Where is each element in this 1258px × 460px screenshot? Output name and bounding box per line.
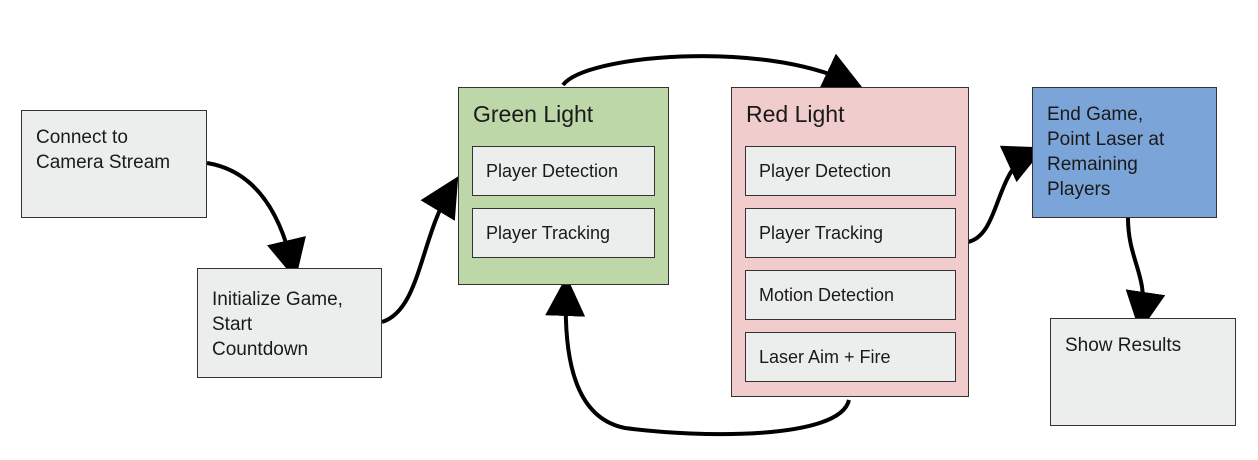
green-step-player-tracking: Player Tracking <box>472 208 655 258</box>
arrow-initialize-to-green <box>381 176 459 324</box>
red-step-motion-detection: Motion Detection <box>745 270 956 320</box>
node-initialize-game-label: Initialize Game, Start Countdown <box>212 289 343 360</box>
node-end-game-label: End Game, Point Laser at Remaining Playe… <box>1047 104 1165 200</box>
group-green-light: Green Light Player Detection Player Trac… <box>458 87 669 285</box>
node-initialize-game: Initialize Game, Start Countdown <box>197 268 382 378</box>
red-step-player-detection: Player Detection <box>745 146 956 196</box>
group-red-light-title: Red Light <box>746 101 845 127</box>
node-show-results-label: Show Results <box>1065 335 1182 356</box>
group-red-light: Red Light Player Detection Player Tracki… <box>731 87 969 397</box>
node-show-results: Show Results <box>1050 318 1236 426</box>
arrow-green-to-red <box>561 53 864 90</box>
node-connect-camera-label: Connect to Camera Stream <box>36 127 171 173</box>
red-step-laser-aim-fire: Laser Aim + Fire <box>745 332 956 382</box>
green-step-player-detection: Player Detection <box>472 146 655 196</box>
red-step-player-tracking: Player Tracking <box>745 208 956 258</box>
node-connect-camera: Connect to Camera Stream <box>21 110 207 218</box>
arrow-connect-to-initialize <box>206 161 306 280</box>
arrow-red-to-green <box>545 276 851 437</box>
group-green-light-title: Green Light <box>473 101 594 127</box>
arrow-end-to-results <box>1125 217 1166 332</box>
node-end-game: End Game, Point Laser at Remaining Playe… <box>1032 87 1217 218</box>
arrow-red-to-end <box>967 145 1045 244</box>
